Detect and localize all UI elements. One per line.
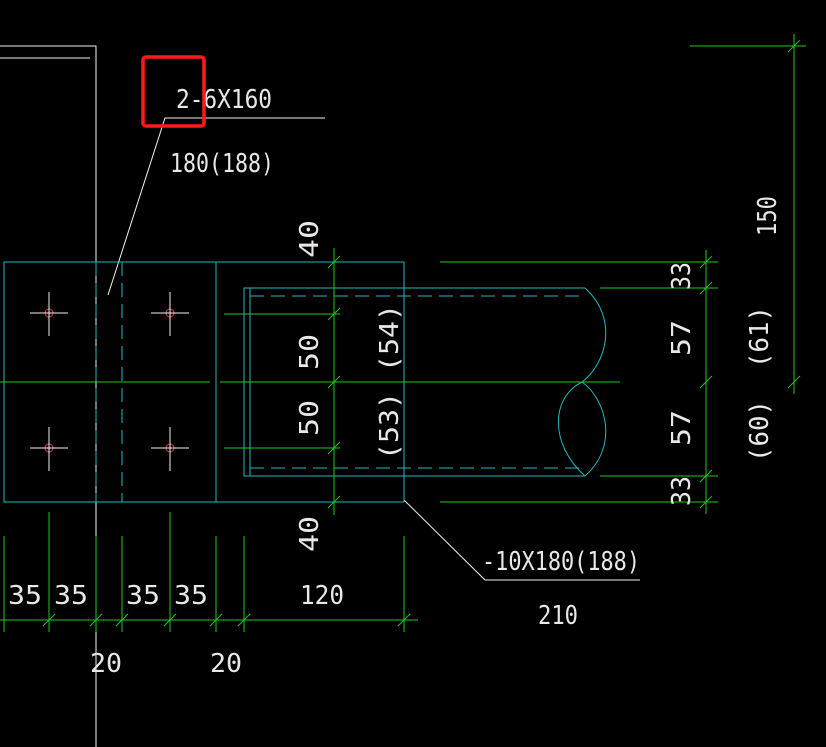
dim-gap-left: 20: [90, 649, 122, 679]
leader-lines: [107, 117, 640, 581]
dim-overall-height: 150: [753, 196, 783, 236]
dim-right-top-edge: 33: [667, 262, 697, 290]
dim-top-gap: 40: [295, 220, 325, 258]
bottom-plate-length-text: 210: [538, 601, 578, 631]
bottom-dims: 35 35 35 35 120 20 20: [8, 581, 344, 679]
plate-length-text: 180(188): [170, 149, 274, 179]
bolt-group: [30, 292, 189, 471]
bolt-top-left: [30, 292, 68, 336]
bolt-top-right: [151, 292, 189, 336]
dim-bottom-1: 35: [8, 581, 42, 611]
highlight-box: [141, 55, 206, 128]
bottom-plate-spec-text: -10X180(188): [482, 547, 640, 577]
dim-right-top-mid: 57: [667, 320, 697, 356]
bolt-bottom-left: [30, 427, 68, 471]
dim-right-upper-paren: (61): [745, 306, 775, 368]
dimension-lines: [0, 34, 806, 632]
dim-lower-spacing: 50: [295, 400, 325, 436]
dim-lower-paren: (53): [375, 392, 405, 460]
bolt-bottom-right: [151, 427, 189, 471]
middle-vertical-dims: 40 50 50 40 (54) (53): [295, 220, 405, 552]
dim-right-bottom-edge: 33: [667, 476, 697, 506]
dim-upper-paren: (54): [375, 304, 405, 372]
dim-bottom-3: 35: [126, 581, 160, 611]
plate-spec-text: 2-6X160: [176, 85, 272, 115]
dim-gap-right: 20: [210, 649, 242, 679]
right-vertical-dims: 33 57 57 33 (61) (60) 150: [667, 196, 783, 506]
dim-bottom-long: 120: [300, 581, 344, 611]
dim-upper-spacing: 50: [295, 334, 325, 370]
dim-bottom-gap: 40: [295, 516, 325, 552]
dim-bottom-2: 35: [54, 581, 88, 611]
plate-spec-labels: 2-6X160 180(188) -10X180(188) 210: [170, 85, 640, 631]
dim-right-bottom-mid: 57: [667, 410, 697, 446]
dim-right-lower-paren: (60): [745, 400, 775, 462]
dim-bottom-4: 35: [174, 581, 208, 611]
column-outline: [0, 45, 97, 747]
